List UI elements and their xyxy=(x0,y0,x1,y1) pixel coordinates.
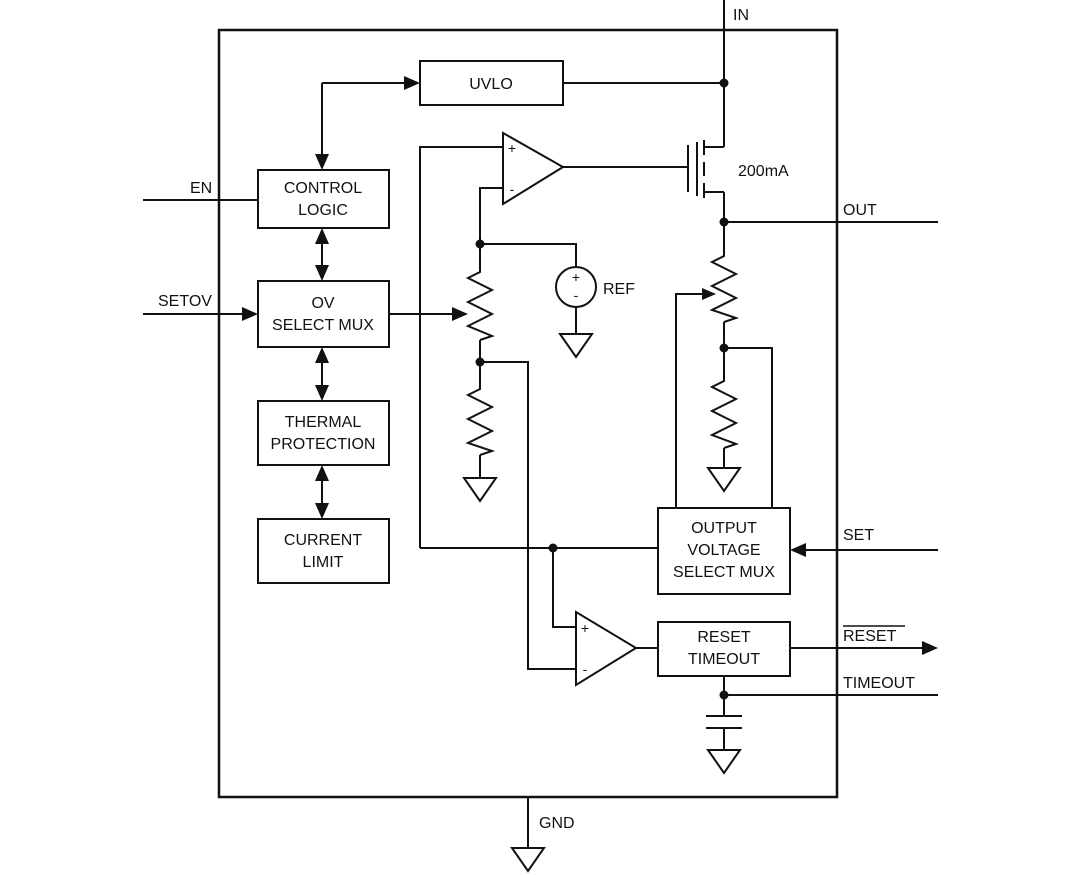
control-logic-block xyxy=(257,169,390,229)
comparator-minus: - xyxy=(583,661,588,677)
pin-set-label: SET xyxy=(843,527,874,544)
ground-icon xyxy=(462,477,498,503)
pin-timeout-label: TIMEOUT xyxy=(843,675,915,692)
resistors xyxy=(465,252,740,456)
reference-plus: + xyxy=(572,269,580,285)
pin-in-label: IN xyxy=(733,7,749,24)
arrowheads xyxy=(242,76,938,655)
reference-source-icon xyxy=(555,266,597,308)
comparator-plus: + xyxy=(581,620,589,636)
current-limit-label-line1: CURRENT xyxy=(284,532,362,549)
thermal-protection-block xyxy=(257,400,390,466)
current-limit-block xyxy=(257,518,390,584)
output-voltage-select-mux-label-line3: SELECT MUX xyxy=(673,564,775,581)
ground-icon xyxy=(706,467,742,493)
ov-select-mux-label-line2: SELECT MUX xyxy=(272,317,374,334)
error-amplifier-icon xyxy=(502,131,565,206)
reference-minus: - xyxy=(574,287,579,303)
resistor-feedback-bottom xyxy=(709,377,739,449)
reset-timeout-label-line1: RESET xyxy=(697,629,751,646)
ground-symbols xyxy=(462,333,742,873)
pass-transistor-current: 200mA xyxy=(738,163,789,180)
reference-label: REF xyxy=(603,281,635,298)
reset-timeout-label-line2: TIMEOUT xyxy=(688,651,760,668)
current-limit-label-line2: LIMIT xyxy=(303,554,344,571)
error-amp-plus: + xyxy=(508,140,516,156)
pin-out-label: OUT xyxy=(843,202,877,219)
ov-select-mux-block xyxy=(257,280,390,348)
ground-icon xyxy=(510,847,546,873)
output-voltage-select-mux-block xyxy=(657,507,791,595)
output-voltage-select-mux-label-line1: OUTPUT xyxy=(691,520,757,537)
pin-gnd-label: GND xyxy=(539,815,575,832)
wires xyxy=(143,0,938,848)
ground-icon xyxy=(706,749,742,775)
capacitor-icon xyxy=(706,715,742,729)
ground-icon xyxy=(558,333,594,359)
junction-dots xyxy=(475,78,729,700)
pin-reset-label: RESET xyxy=(843,628,897,645)
thermal-protection-label-line2: PROTECTION xyxy=(271,436,376,453)
resistor-divider-bottom xyxy=(465,385,496,456)
error-amp-minus: - xyxy=(510,181,515,197)
thermal-protection-label-line1: THERMAL xyxy=(285,414,362,431)
resistor-feedback-top xyxy=(709,252,740,323)
pin-en-label: EN xyxy=(190,180,212,197)
control-logic-label-line2: LOGIC xyxy=(298,202,348,219)
resistor-divider-top xyxy=(465,268,495,341)
control-logic-label-line1: CONTROL xyxy=(284,180,362,197)
reset-timeout-block xyxy=(657,621,791,677)
output-voltage-select-mux-label-line2: VOLTAGE xyxy=(687,542,760,559)
pin-setov-label: SETOV xyxy=(158,293,212,310)
uvlo-block xyxy=(419,60,564,106)
reset-comparator-icon xyxy=(575,610,638,687)
ov-select-mux-label-line1: OV xyxy=(311,295,334,312)
uvlo-label: UVLO xyxy=(469,76,513,93)
